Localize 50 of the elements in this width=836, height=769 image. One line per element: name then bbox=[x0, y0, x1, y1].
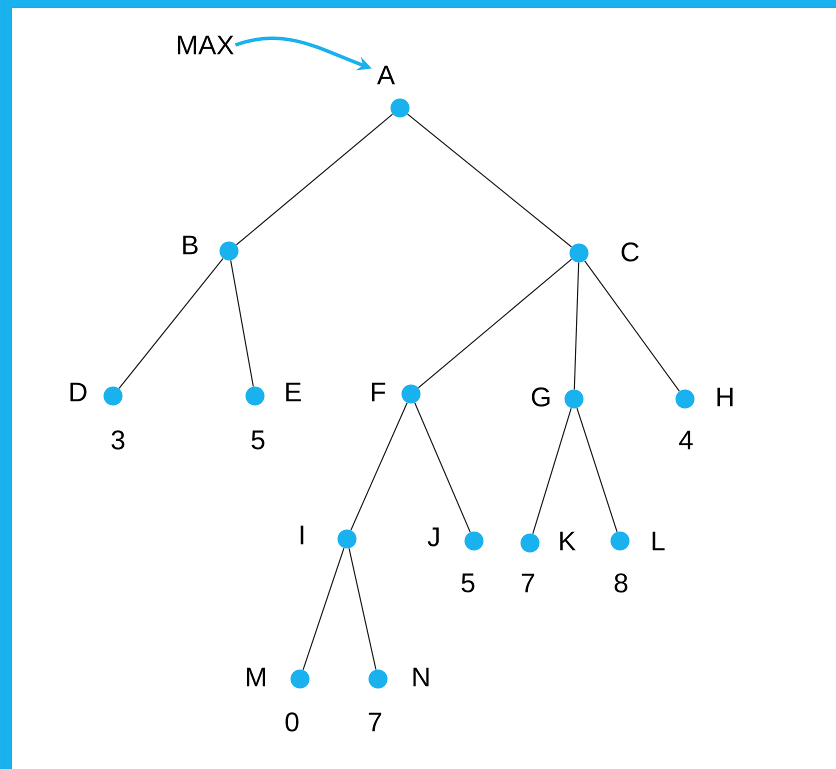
tree-edge bbox=[302, 548, 344, 670]
tree-node: K bbox=[520, 532, 576, 552]
tree-node: M bbox=[246, 668, 310, 688]
node-label: D bbox=[70, 382, 86, 402]
leaf-value: 5 bbox=[252, 430, 264, 450]
tree-edge bbox=[574, 262, 580, 390]
node-label: A bbox=[377, 66, 395, 84]
leaf-value: 7 bbox=[368, 712, 382, 732]
leaf-value: 7 bbox=[522, 574, 534, 592]
tree-edge bbox=[348, 548, 376, 670]
node-label: E bbox=[286, 382, 301, 402]
leaf-value: 4 bbox=[679, 430, 693, 450]
tree-node: L bbox=[610, 532, 665, 550]
tree-node: A bbox=[377, 66, 410, 118]
node-label: K bbox=[560, 532, 576, 550]
leaf-value: 0 bbox=[286, 712, 298, 732]
tree-edge bbox=[350, 402, 408, 530]
text-label: MAX bbox=[178, 36, 234, 54]
tree-node: B bbox=[183, 236, 238, 260]
tree-edge bbox=[407, 114, 572, 248]
leaf-value: 8 bbox=[614, 573, 628, 593]
tree-node: J bbox=[428, 528, 484, 550]
tree-node: I bbox=[300, 526, 356, 548]
node-label: F bbox=[372, 382, 386, 402]
tree-node: E bbox=[246, 382, 301, 406]
tree-edge bbox=[118, 258, 224, 389]
tree-edge bbox=[414, 402, 471, 532]
tree-node: N bbox=[368, 668, 429, 688]
node-label: N bbox=[413, 668, 429, 686]
tree-node: H bbox=[676, 388, 733, 408]
node-label: H bbox=[717, 388, 733, 406]
node-label: C bbox=[622, 242, 639, 262]
tree-edge bbox=[230, 260, 254, 387]
tree-node: C bbox=[570, 242, 639, 262]
tree-node: D bbox=[70, 382, 122, 406]
tree-edge bbox=[236, 114, 393, 246]
leaf-value: 5 bbox=[462, 574, 474, 592]
node-label: G bbox=[532, 387, 550, 407]
node-label: M bbox=[246, 668, 266, 686]
leaf-value: 3 bbox=[112, 430, 124, 450]
node-label: J bbox=[428, 528, 439, 546]
tree-edge bbox=[532, 408, 572, 534]
node-label: I bbox=[300, 526, 304, 544]
tree-edge bbox=[418, 258, 572, 388]
tree-edge bbox=[584, 260, 680, 392]
tree-node: F bbox=[372, 382, 420, 404]
tree-node: G bbox=[532, 387, 584, 408]
node-label: L bbox=[652, 532, 665, 550]
node-label: B bbox=[183, 236, 198, 254]
tree-edge bbox=[576, 408, 618, 532]
